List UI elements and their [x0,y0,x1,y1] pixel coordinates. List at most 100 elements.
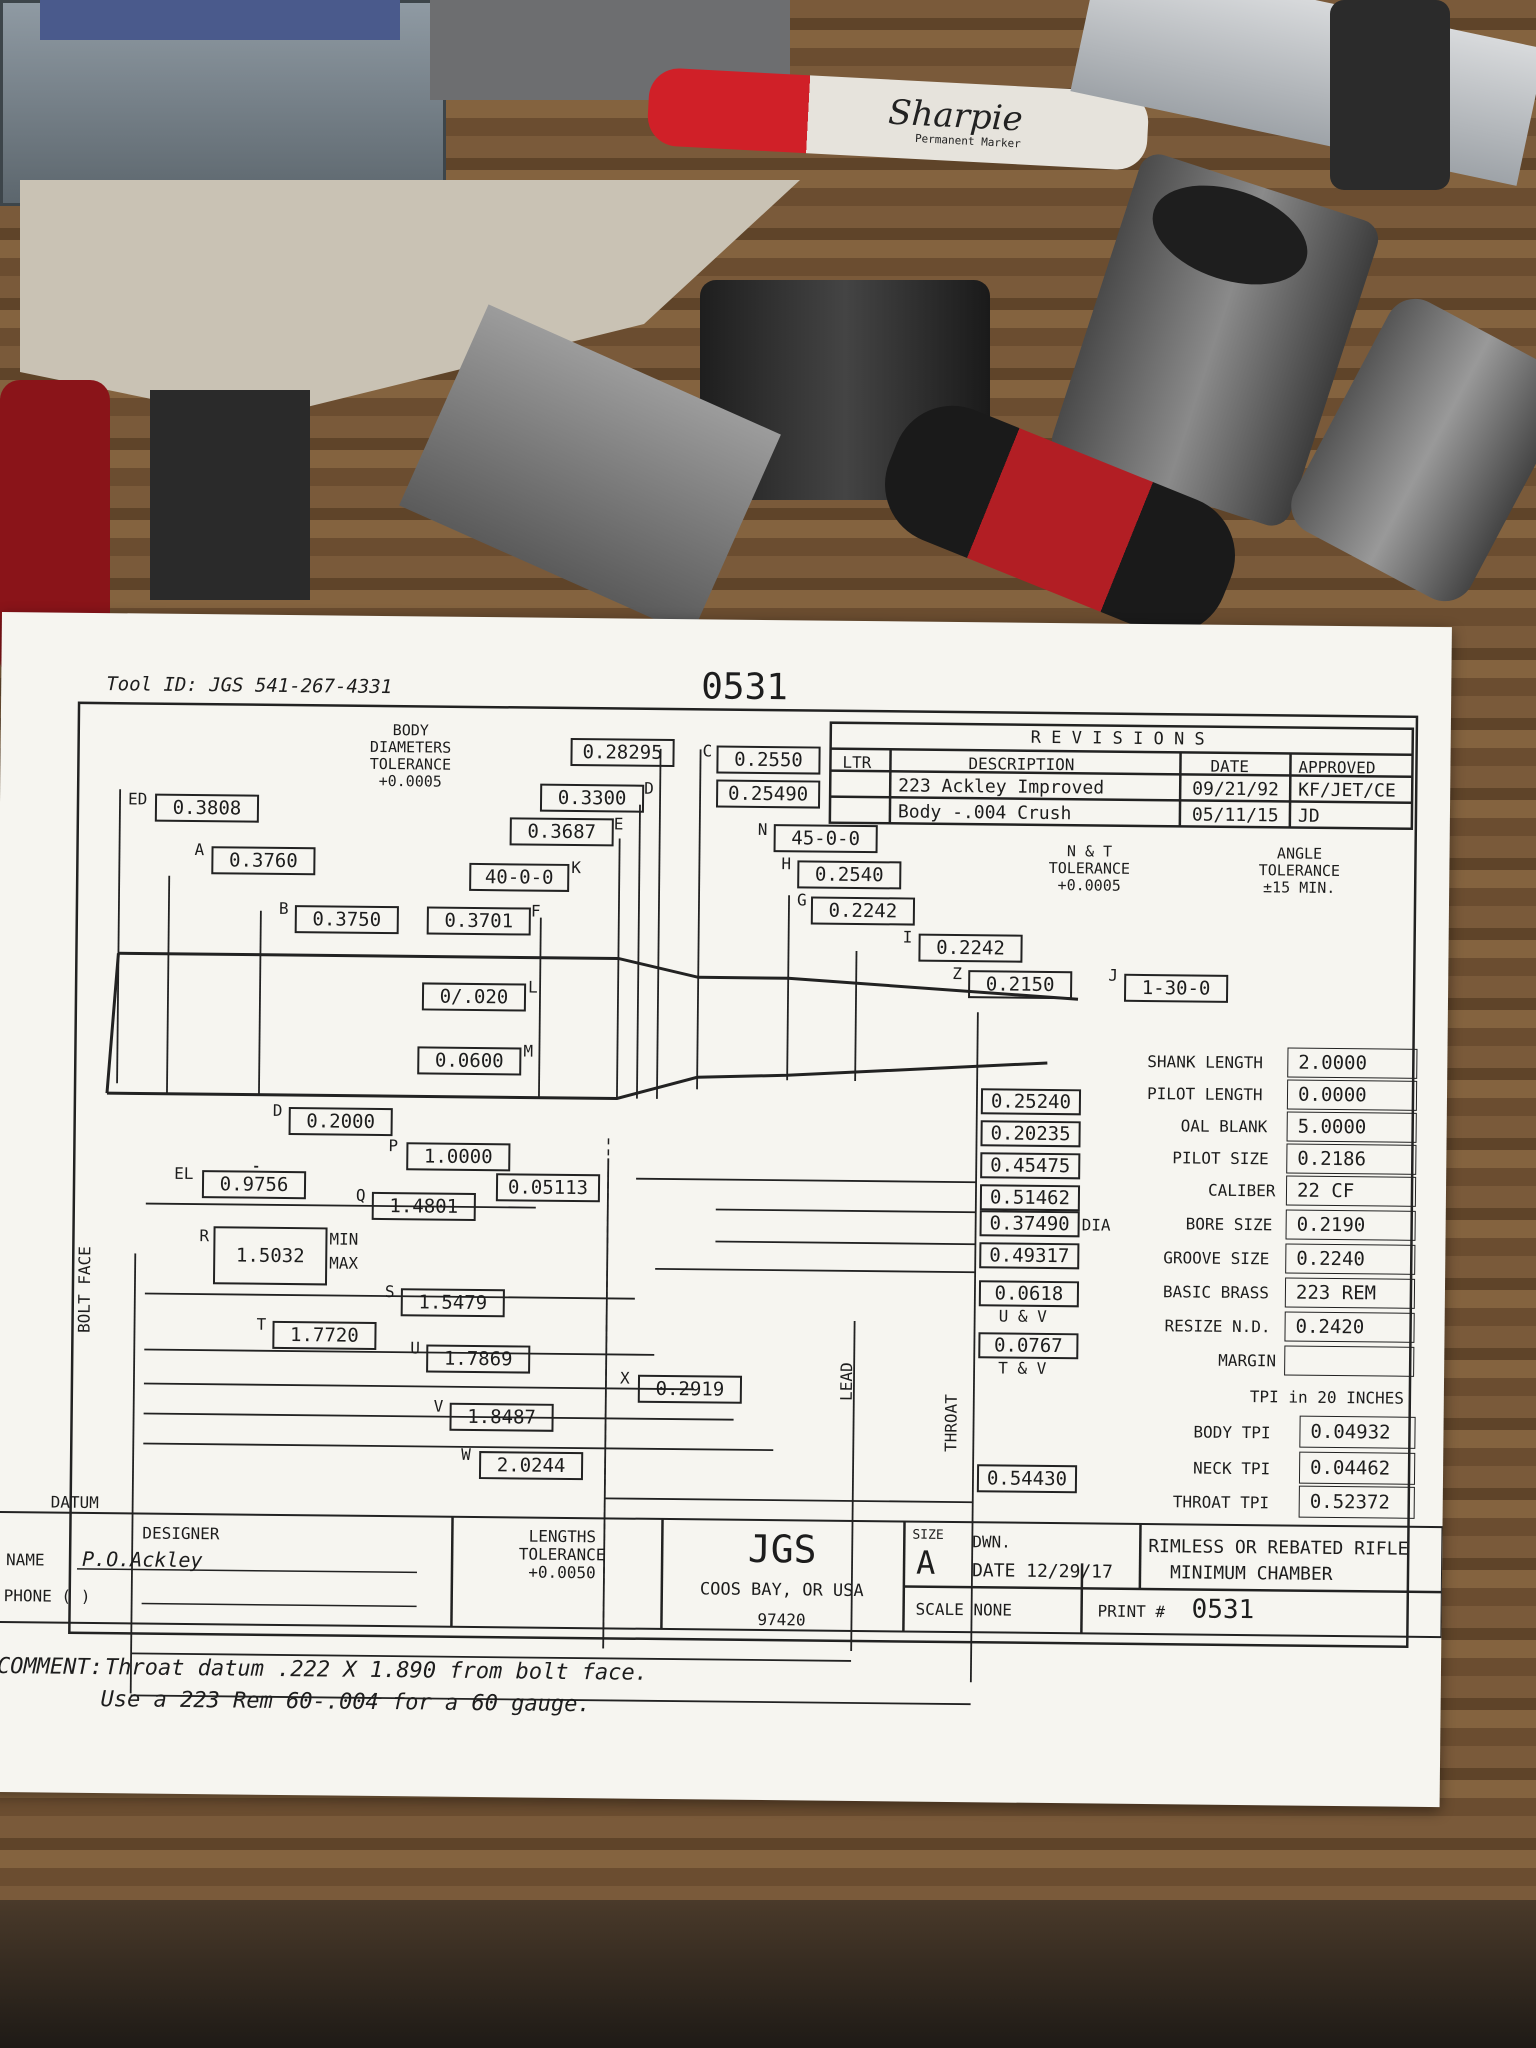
rc-tv-label: T & V [998,1358,1047,1378]
dim-c1-value: 0.28295 [570,737,675,768]
dim-m-letter: M [523,1041,534,1061]
dwn-label: DWN. [972,1532,1011,1552]
rev-col-date: DATE [1210,756,1250,777]
dim-d-low-letter: D [272,1100,283,1120]
dim-d-top-letter: D [644,778,654,798]
dim-l-value: 0/.020 [421,982,527,1012]
tpi-label-1: BODY TPI [1193,1422,1271,1443]
dim-i-value: 0.2242 [918,933,1023,963]
rc-value-6: 0.49317 [979,1242,1080,1270]
spec-label-8: BASIC BRASS [1162,1282,1270,1303]
rev-row-2-description: Body -.004 Crush [897,801,1072,825]
dim-r-value: 1.5032 [212,1226,328,1286]
spec-value-4: 0.2186 [1286,1143,1417,1175]
dim-q-letter: Q [355,1185,366,1205]
dim-u-letter: U [410,1338,421,1358]
dim-o-value: 0.05113 [495,1173,601,1203]
rc-value-5: 0.37490 [979,1210,1080,1238]
lengths-tol-line-1: LENGTHS [528,1526,597,1547]
dim-ed-value: 0.3808 [154,793,260,823]
dim-h-letter: H [781,854,792,874]
name-label: NAME [5,1550,45,1570]
tpi-label-2: NECK TPI [1193,1458,1271,1479]
rev-col-description: DESCRIPTION [968,754,1075,775]
name-value: P.O.Ackley [81,1546,203,1573]
dim-z-value: 0.2150 [968,970,1073,1000]
dim-z-letter: Z [952,963,963,984]
print-value: 0531 [1191,1594,1255,1626]
revisions-title: R E V I S I O N S [1030,727,1205,750]
scale-label: SCALE NONE [915,1599,1013,1620]
body-tol-line-3: TOLERANCE [369,754,452,774]
dim-f-value: 0.3701 [426,906,531,936]
spec-label-2: PILOT LENGTH [1146,1084,1263,1105]
company-zip: 97420 [757,1609,806,1630]
lengths-tol-line-2: TOLERANCE [518,1544,606,1565]
dim-c3-value: 0.25490 [715,779,821,809]
dim-a-letter: A [194,840,205,860]
clamp-jaw [1330,0,1450,190]
angle-tolerance: ANGLE TOLERANCE ±15 MIN. [1239,844,1360,897]
rev-row-1-description: 223 Ackley Improved [898,775,1105,799]
designer-label: DESIGNER [142,1523,220,1544]
dim-el-letter: EL [174,1163,194,1184]
dim-r-letter: R [199,1226,210,1246]
dim-m-value: 0.0600 [417,1046,522,1076]
tpi-value-2: 0.04462 [1298,1451,1416,1485]
rc-value-3: 0.45475 [980,1152,1081,1180]
dim-c2-value: 0.2550 [716,745,821,775]
spec-value-2: 0.0000 [1286,1079,1418,1111]
dim-s-letter: S [384,1282,395,1302]
body-tol-line-2: DIAMETERS [369,737,452,757]
spec-label-9: RESIZE N.D. [1164,1316,1271,1337]
dim-g-value: 0.2242 [810,896,916,926]
spec-label-6: BORE SIZE [1185,1214,1273,1235]
dim-x-letter: X [619,1368,630,1388]
drawing-linework [0,701,1444,1706]
rev-row-2-approved: JD [1297,805,1320,827]
nt-tolerance: N & T TOLERANCE +0.0005 [1029,842,1150,895]
dim-j-value: 1-30-0 [1123,973,1229,1003]
dim-e-letter: E [613,814,624,834]
spec-label-4: PILOT SIZE [1172,1148,1269,1169]
tpi-value-3: 0.52372 [1298,1485,1415,1519]
dim-k-letter: K [571,857,582,878]
dim-p-letter: P [388,1136,399,1156]
angle-tol-line-1: ANGLE [1276,844,1323,863]
blue-box-lid [40,0,400,40]
dim-g-letter: G [796,890,807,910]
spec-value-6: 0.2190 [1285,1209,1416,1241]
dim-b-letter: B [278,898,289,919]
phone-label: PHONE ( ) [3,1586,91,1606]
print-label: PRINT # [1097,1601,1166,1622]
dim-c2-letter: C [702,741,713,761]
spec-label-1: SHANK LENGTH [1147,1052,1264,1073]
dim-s-value: 1.5479 [400,1288,505,1318]
dim-p-value: 1.0000 [406,1142,511,1172]
dim-t-value: 1.7720 [272,1320,377,1350]
dim-i-letter: I [902,927,913,947]
dim-w-value: 2.0244 [478,1451,584,1481]
dim-e-value: 0.3687 [509,817,614,847]
spec-label-5: CALIBER [1207,1180,1276,1201]
dim-el-value: 0.9756 [201,1170,307,1200]
rev-row-1-approved: KF/JET/CE [1298,779,1396,802]
dim-n-value: 45-0-0 [773,824,878,854]
nt-tol-line-1: N & T [1066,842,1113,861]
rev-row-1-date: 09/21/92 [1192,778,1280,801]
tool-id: Tool ID: JGS 541-267-4331 [106,673,393,699]
datum-label: DATUM [50,1492,99,1513]
dim-w-letter: W [461,1444,471,1464]
rev-col-ltr: LTR [842,752,872,773]
dim-k-value: 40-0-0 [469,862,570,892]
nt-tol-line-3: +0.0005 [1057,876,1121,895]
dim-r-max: MAX [329,1253,359,1273]
spec-value-8: 223 REM [1284,1277,1416,1309]
bolt-face-label: BOLT FACE [74,1246,95,1333]
body-tol-line-1: BODY [392,721,429,740]
spec-value-7: 0.2240 [1285,1243,1416,1275]
spec-label-10: MARGIN [1218,1350,1277,1371]
spec-label-7: GROOVE SIZE [1163,1248,1270,1269]
rc-uv-label: U & V [998,1306,1047,1326]
rev-col-approved: APPROVED [1298,757,1376,778]
